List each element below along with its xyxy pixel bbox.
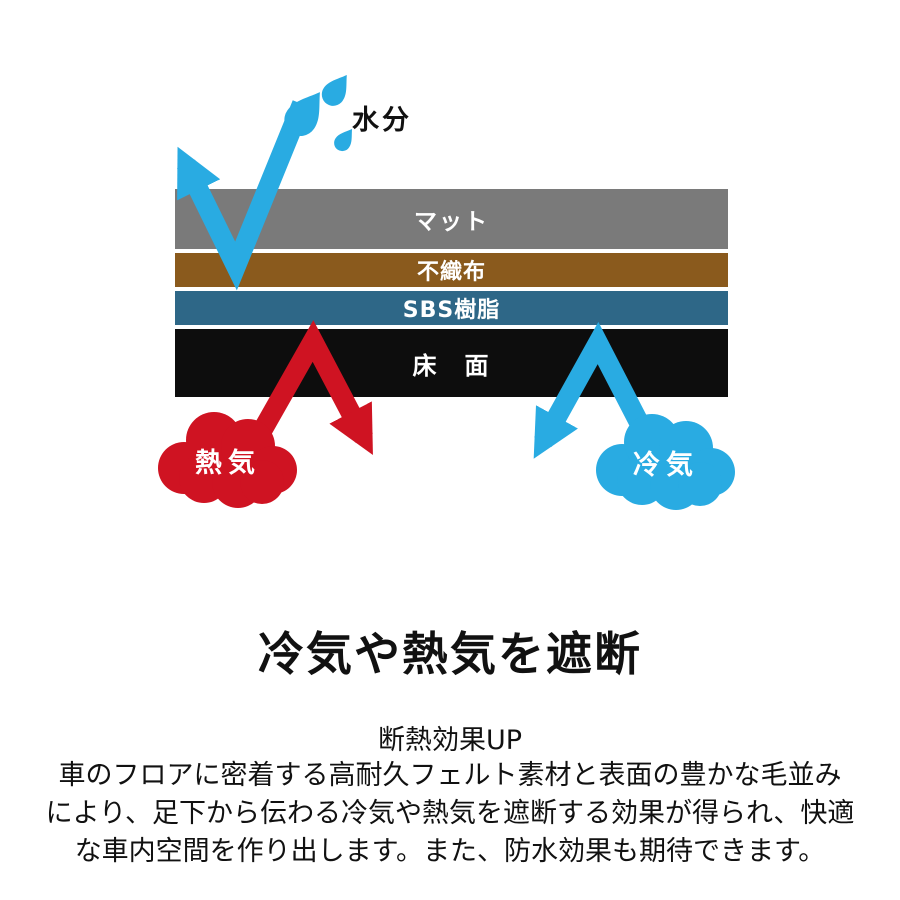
layer-floor-surface-label: 床 面 bbox=[412, 351, 491, 380]
body-line: により、足下から伝わる冷気や熱気を遮断する効果が得られ、快適 bbox=[45, 798, 855, 829]
layer-sbs-resin: SBS樹脂 bbox=[175, 291, 728, 325]
layer-sbs-resin-label: SBS樹脂 bbox=[402, 298, 501, 323]
cold-air-label: 冷気 bbox=[633, 449, 699, 481]
layer-nonwoven-fabric: 不織布 bbox=[175, 253, 728, 287]
hot-air-label: 熱気 bbox=[195, 447, 261, 479]
body-line: な車内空間を作り出します。また、防水効果も期待できます。 bbox=[74, 836, 826, 867]
body-line: 車のフロアに密着する高耐久フェルト素材と表面の豊かな毛並み bbox=[58, 760, 842, 791]
heading: 冷気や熱気を遮断 bbox=[258, 627, 642, 681]
cold-air-cloud: 冷気 bbox=[596, 414, 735, 510]
layer-mat: マット bbox=[175, 189, 728, 249]
hot-air-cloud: 熱気 bbox=[158, 412, 297, 508]
layer-mat-label: マット bbox=[414, 209, 489, 235]
water-droplets-icon bbox=[284, 74, 353, 152]
moisture-label: 水分 bbox=[352, 105, 412, 136]
body-text: 車のフロアに密着する高耐久フェルト素材と表面の豊かな毛並み により、足下から伝わ… bbox=[0, 757, 900, 871]
subheading: 断熱効果UP bbox=[377, 725, 523, 756]
layer-nonwoven-fabric-label: 不織布 bbox=[416, 260, 486, 285]
layer-floor-surface: 床 面 bbox=[175, 329, 728, 397]
